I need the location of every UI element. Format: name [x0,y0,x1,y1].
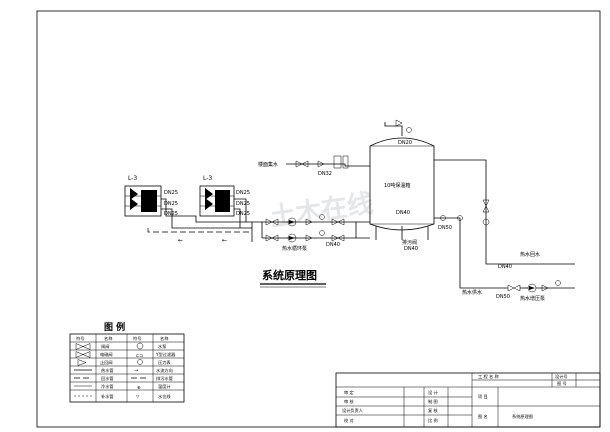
unit-1-body [124,185,162,217]
unit-1: L-3 DN25 DN25 DN25 [124,175,178,217]
unit-pipework: ← ← [147,198,253,244]
supply-pipework: DN50 热水供水 DN50 热水增压泵 热水回水 DN40 [434,159,575,302]
title-block-row-1-left: 审 定 [344,389,354,396]
sheet-border [36,10,601,428]
gauge-icon [319,214,325,220]
legend-item-10: 排污水管 [156,375,173,382]
unit-1-label: L-3 [128,175,137,182]
legend-item-14: 水位线 [158,393,171,399]
tank-top-pipe: DN20 [398,140,412,146]
makeup-pipe-label: DN32 [318,171,332,177]
legend-item-9: 回水管 [101,375,114,382]
tank-name: 10吨保温箱 [384,182,410,189]
legend-item-7: 热水管 [101,367,114,374]
unit-1-pipe-mid: DN25 [164,201,178,207]
tank-side-pipe: DN40 [396,210,410,216]
title-block-row-1-right: 设 计 [428,389,438,396]
flow-arrow-2: ← [222,237,227,244]
unit-1-pipe-top: DN25 [164,190,178,196]
supply-pipe-label: DN50 [496,294,510,300]
makeup-water-label: 楼面集水 [258,161,278,168]
legend-header-symbol-1: 符号 [76,335,84,342]
legend-item-6: 压力表 [158,359,171,366]
title-block-drawing-name-label: 图 名 [478,413,488,420]
unit-2-label: L-3 [203,175,212,182]
circulation-pump-label: 热水循环泵 [282,245,307,252]
legend-title: 图 例 [104,321,125,333]
thermometer-icon [440,215,446,221]
title-block: 工 程 名 称 设计号 图 号 审 定 设 计 审 核 制 图 设计负责人 复 … [335,372,601,428]
solenoid-valve-icon [482,218,490,226]
makeup-water-line: 楼面集水 DN32 [258,155,370,177]
legend-item-13: 补水管 [101,393,114,400]
title-block-project-name: 工 程 名 称 [478,373,499,380]
legend-header-symbol-2: 符号 [133,335,141,342]
title-block-row-3-left: 设计负责人 [342,407,364,414]
svg-text:▽: ▽ [136,394,140,399]
flow-arrow-1: ← [178,237,183,244]
hot-water-return-label: 热水回水 [520,251,540,258]
title-block-drawing-name: 系统原理图 [512,413,533,420]
title-block-drawing-no: 图 号 [557,381,567,387]
legend-item-12: 温度计 [158,383,171,390]
legend-header-name-1: 名称 [104,335,112,342]
tank-outlet-pipe: DN50 [438,225,452,231]
title-block-row-4-right: 比 例 [428,417,438,424]
legend-item-8: 水流方向 [156,367,173,374]
check-valve-icon [305,218,313,226]
legend: 图 例 符号 名称 符号 名称 ⊏⊐ → ⊕ ▽ 闸阀 水泵 电磁阀 Y型 [69,321,185,403]
pump-icon-2 [287,233,297,243]
legend-header-name-2: 名称 [160,335,168,342]
hot-water-supply-label: 热水供水 [462,289,482,296]
title-block-frame [335,372,601,428]
unit-2-pipe-mid: DN25 [236,201,250,207]
unit-2: L-3 DN25 DN25 DN25 [199,175,250,217]
unit-1-pipe-bot: DN25 [164,211,178,217]
storage-tank: 10吨保温箱 DN20 DN40 排污阀 DN40 [369,119,435,252]
unit-2-pipe-top: DN25 [236,190,250,196]
unit-1-fan-icon [130,188,138,210]
watermark: 土木在线 [268,189,375,233]
legend-item-3: 电磁阀 [100,351,113,358]
svg-text:→: → [134,368,138,374]
svg-text:⊏⊐: ⊏⊐ [136,353,143,358]
unit-2-fan-icon [205,188,213,210]
legend-item-11: 冷水管 [101,383,114,390]
circulation-pipe-label: DN40 [326,242,340,248]
circulation-loop: 热水循环泵 DN40 [252,214,370,252]
gate-valve-icon [265,218,279,226]
pump-icon [287,217,297,227]
title-block-project-label: 项 目 [478,394,488,400]
booster-pump-label: 热水增压泵 [520,295,545,302]
legend-item-4: Y型过滤器 [155,351,176,358]
legend-item-1: 闸阀 [101,343,109,350]
legend-item-2: 水泵 [158,343,166,349]
svg-text:⊕: ⊕ [137,385,141,390]
unit-2-pipe-bot: DN25 [236,211,250,217]
filter-icon [333,155,342,169]
title-block-row-4-left: 校 对 [344,417,354,424]
title-block-row-2-left: 审 核 [344,398,355,405]
hot-water-return-pipe: DN40 [498,264,512,270]
title-block-design-no: 设计号 [555,373,568,380]
legend-item-5: 止回阀 [100,359,113,366]
title-block-row-2-right: 制 图 [428,398,438,405]
unit-2-body [199,185,235,217]
diagram-title: 系统原理图 [262,268,317,282]
vent-icon [406,127,412,133]
tank-bottom-pipe: DN40 [404,246,418,252]
title-block-row-3-right: 复 核 [428,407,439,414]
tank-drain-label: 排污阀 [402,239,417,246]
